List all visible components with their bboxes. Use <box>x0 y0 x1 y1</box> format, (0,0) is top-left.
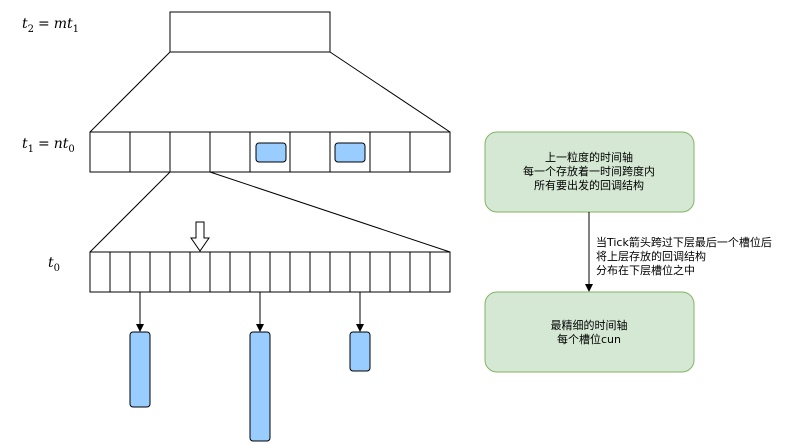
transfer-text-line-1: 当Tick箭头跨过下层最后一个槽位后 <box>596 235 772 249</box>
note-upper-line-1: 上一粒度的时间轴 <box>545 150 633 164</box>
note-upper-line-3: 所有要出发的回调结构 <box>534 178 644 192</box>
transfer-text-line-3: 分布在下层槽位之中 <box>596 263 695 277</box>
tick-pointer-arrow <box>190 221 210 252</box>
expand-line-t1-right <box>209 171 451 253</box>
note-lower-line-1: 最精细的时间轴 <box>551 318 628 332</box>
note-upper-line-2: 每一个存放着一时间跨度内 <box>523 164 655 178</box>
note-lower-line-2: 每个槽位cun <box>557 332 621 346</box>
callback-item-t1-b <box>334 142 366 163</box>
transfer-text-line-2: 将上层存放的回调结构 <box>596 249 706 263</box>
wheel-t1-strip <box>89 131 451 173</box>
callback-item-t1-a <box>255 142 287 163</box>
callback-list-2 <box>249 331 271 442</box>
label-t1: t1=nt0 <box>22 136 75 155</box>
callback-list-3 <box>349 331 371 372</box>
callback-list-1 <box>129 331 151 408</box>
label-t2: t2=mt1 <box>22 16 79 35</box>
expand-line-t2-left <box>89 51 171 133</box>
note-lower-box <box>484 291 695 373</box>
label-t0: t0 <box>48 255 60 274</box>
expand-line-t2-right <box>329 51 451 133</box>
wheel-t2-box <box>169 11 331 53</box>
expand-line-t1-left <box>89 171 171 253</box>
wheel-t0-strip <box>89 251 451 293</box>
